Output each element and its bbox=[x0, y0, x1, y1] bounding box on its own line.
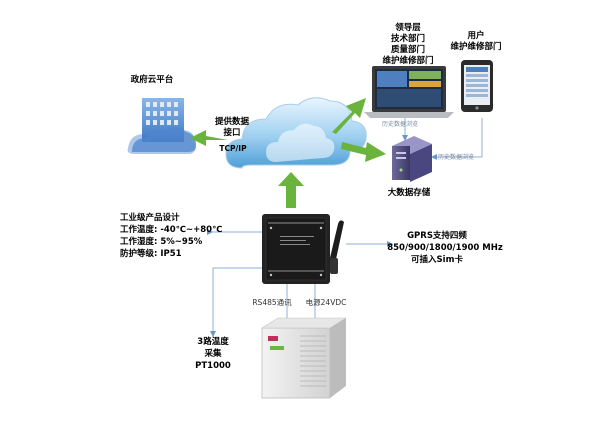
arrow-to-laptop bbox=[332, 98, 366, 134]
iot-controller bbox=[262, 214, 344, 284]
spec-temp: 工作温度: -40℃~+80℃ bbox=[120, 224, 222, 235]
power-label: 电源24VDC bbox=[306, 297, 347, 307]
cloud-link-line2: 接口 bbox=[223, 127, 240, 138]
users-label: 用户 维护维修部门 bbox=[450, 30, 501, 52]
temp-sensor-block: 3路温度 采集 PT1000 bbox=[195, 336, 231, 371]
spec-humidity: 工作湿度: 5%~95% bbox=[120, 236, 203, 247]
big-data-server bbox=[392, 136, 432, 182]
cloud-link-line1: 提供数据 bbox=[215, 116, 250, 127]
history-label-laptop: 历史数据浏览 bbox=[382, 120, 418, 128]
gprs-block: GPRS支持四频 850/900/1800/1900 MHz 可插入Sim卡 bbox=[387, 230, 503, 265]
storage-label: 大数据存储 bbox=[388, 187, 431, 198]
leaders-line: 质量部门 bbox=[391, 44, 425, 55]
leaders-label: 领导层 技术部门 质量部门 维护维修部门 bbox=[382, 22, 433, 66]
users-line: 维护维修部门 bbox=[450, 41, 501, 52]
antenna bbox=[329, 220, 344, 264]
gprs-line3: 可插入Sim卡 bbox=[411, 254, 463, 265]
gprs-line2: 850/900/1800/1900 MHz bbox=[387, 243, 503, 253]
temp-sensor-line1: 3路温度 bbox=[197, 336, 229, 347]
arrow-up bbox=[278, 172, 304, 208]
laptop bbox=[364, 66, 454, 118]
gprs-line1: GPRS支持四频 bbox=[407, 230, 467, 241]
spec-title: 工业级产品设计 bbox=[120, 212, 180, 223]
phone-history-connector bbox=[431, 118, 483, 160]
ac-outdoor-unit bbox=[260, 317, 348, 399]
arrow-left bbox=[190, 130, 228, 146]
temp-sensor-line2: 采集 bbox=[203, 348, 222, 359]
smartphone bbox=[461, 60, 493, 112]
central-cloud bbox=[225, 97, 367, 169]
temp-sensor-line3: PT1000 bbox=[195, 361, 231, 371]
gov-cloud-label: 政府云平台 bbox=[131, 74, 174, 85]
spec-block: 工业级产品设计 工作温度: -40℃~+80℃ 工作湿度: 5%~95% 防护等… bbox=[120, 212, 222, 259]
leaders-line: 维护维修部门 bbox=[382, 55, 433, 66]
temp-sensor-connector bbox=[210, 267, 262, 337]
cloud-link-protocol: TCP/IP bbox=[219, 144, 247, 153]
arrow-to-server bbox=[341, 142, 386, 162]
spec-protection: 防护等级: IP51 bbox=[120, 248, 182, 259]
leaders-line: 领导层 bbox=[394, 22, 421, 33]
gov-cloud-platform bbox=[127, 98, 196, 154]
green-arrows bbox=[190, 98, 386, 208]
leaders-line: 技术部门 bbox=[391, 33, 425, 44]
users-line: 用户 bbox=[466, 30, 484, 41]
history-label-phone: 历史数据浏览 bbox=[438, 153, 474, 161]
rs485-label: RS485通讯 bbox=[252, 297, 292, 307]
